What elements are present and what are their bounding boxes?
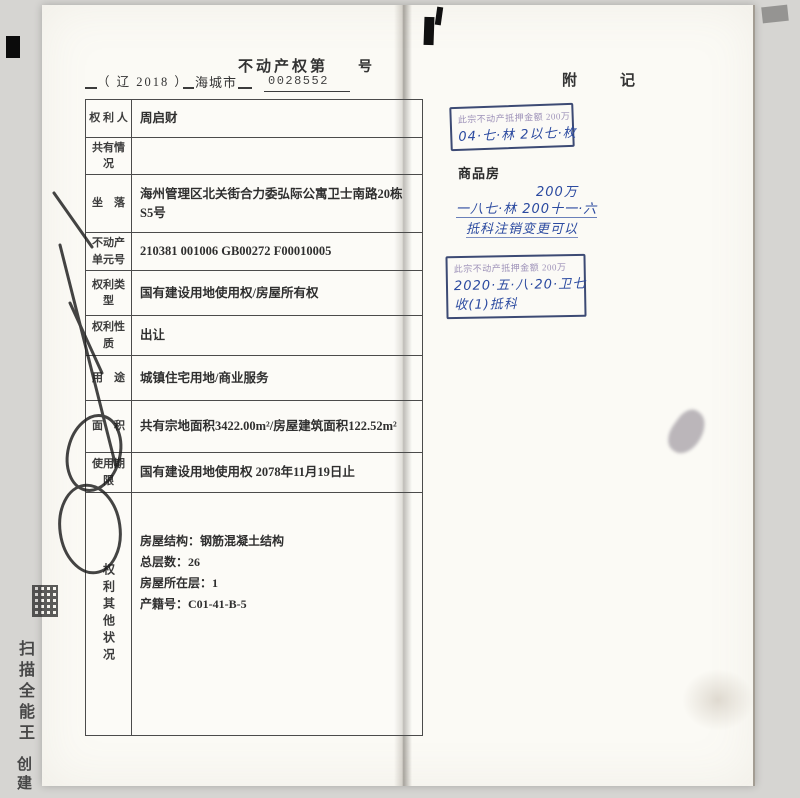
ink-smudge-artifact (661, 404, 713, 460)
mortgage-stamp-note-1: 此宗不动产抵押金额 200万 04·七·林 2以七·枚 (449, 102, 577, 152)
table-row-right-nature: 权利性质 出让 (86, 316, 422, 356)
row-label: 使用期限 (86, 453, 132, 492)
cert-series: （ 辽 2018 ） (97, 75, 189, 89)
row-label: 共有情况 (86, 138, 132, 174)
table-row-coownership: 共有情况 (86, 138, 422, 175)
paper-stain-artifact (682, 669, 754, 731)
row-label: 权 利 人 (86, 100, 132, 137)
scan-artifact-mark (434, 6, 444, 26)
table-row-location: 坐 落 海州管理区北关街合力委弘际公寓卫士南路20栋S5号 (86, 175, 422, 233)
handwritten-text: 抵科注销变更可以 (466, 218, 579, 238)
other-status-line: 总层数：26 (140, 555, 201, 569)
handwritten-text: 一八七·林 200十一·六 (456, 198, 598, 218)
qr-stamp-artifact (32, 585, 58, 617)
cert-number-suffix: 号 (358, 60, 372, 75)
row-label: 权利性质 (86, 316, 132, 355)
row-value: 210381 001006 GB00272 F00010005 (140, 244, 332, 259)
handwritten-text: 04·七·林 2以七·枚 (458, 125, 577, 145)
scanner-watermark-suffix: 创建 (15, 756, 32, 794)
row-value (132, 138, 422, 174)
row-label: 不动产单元号 (86, 233, 132, 270)
table-row-right-type: 权利类型 国有建设用地使用权/房屋所有权 (86, 271, 422, 316)
other-status-line: 房屋结构：钢筋混凝土结构 (140, 534, 285, 548)
row-label: 坐 落 (86, 175, 132, 232)
cert-city: 海城市 (195, 75, 238, 90)
row-label: 权利类型 (86, 271, 132, 315)
row-value: 周启财 (140, 111, 178, 126)
page-edge (753, 5, 755, 786)
row-label: 用 途 (86, 356, 132, 400)
row-value: 出让 (140, 328, 166, 343)
handwritten-text: 收(1)抵科 (454, 296, 518, 314)
table-row-unit-number: 不动产单元号 210381 001006 GB00272 F00010005 (86, 233, 422, 271)
certificate-page: （ 辽 2018 ） 海城市 不动产权第 0028552 号 权 利 人 周启财… (32, 5, 755, 786)
cert-title: 不动产权第 (238, 59, 329, 75)
table-row-owner: 权 利 人 周启财 (86, 100, 422, 138)
property-table: 权 利 人 周启财 共有情况 坐 落 海州管理区北关街合力委弘际公寓卫士南路20… (85, 99, 423, 736)
other-status-line: 产籍号：C01-41-B-5 (140, 597, 247, 611)
cert-number: 0028552 (268, 74, 329, 88)
row-value: 房屋结构：钢筋混凝土结构 总层数：26 房屋所在层：1 产籍号：C01-41-B… (132, 493, 422, 735)
underline-dash (85, 87, 97, 89)
row-value: 共有宗地面积3422.00m²/房屋建筑面积122.52m² (140, 419, 397, 434)
row-label: 面 积 (86, 401, 132, 452)
table-row-other-status: 权利其他状况 房屋结构：钢筋混凝土结构 总层数：26 房屋所在层：1 产籍号：C… (86, 493, 422, 735)
book-fold (394, 5, 412, 786)
table-row-usage: 用 途 城镇住宅用地/商业服务 (86, 356, 422, 401)
other-status-line: 房屋所在层：1 (140, 576, 219, 590)
scanner-watermark: 扫描全能王 (16, 640, 33, 745)
row-value: 城镇住宅用地/商业服务 (140, 370, 269, 385)
commodity-housing-label: 商品房 (458, 166, 501, 181)
row-value: 海州管理区北关街合力委弘际公寓卫士南路20栋S5号 (140, 187, 403, 220)
table-row-term: 使用期限 国有建设用地使用权 2078年11月19日止 (86, 453, 422, 493)
scan-artifact-corner-right (761, 4, 789, 24)
scan-artifact-mark (423, 16, 435, 46)
row-value: 国有建设用地使用权 2078年11月19日止 (140, 465, 355, 480)
stamp-text: 此宗不动产抵押金额 200万 (453, 262, 567, 275)
underline-dash (183, 87, 194, 89)
underline-dash (264, 91, 350, 92)
scan-artifact-corner-left (6, 36, 20, 58)
underline-dash (238, 87, 252, 89)
table-row-area: 面 积 共有宗地面积3422.00m²/房屋建筑面积122.52m² (86, 401, 422, 453)
appendix-header: 附 记 (562, 73, 650, 89)
mortgage-stamp-note-2: 此宗不动产抵押金额 200万 2020·五·八·20·卫七 收(1)抵科 (445, 253, 587, 320)
handwritten-text: 2020·五·八·20·卫七 (453, 276, 587, 295)
handwritten-text: 200万 (536, 185, 578, 200)
row-value: 国有建设用地使用权/房屋所有权 (140, 285, 319, 300)
row-label: 权利其他状况 (86, 493, 132, 735)
